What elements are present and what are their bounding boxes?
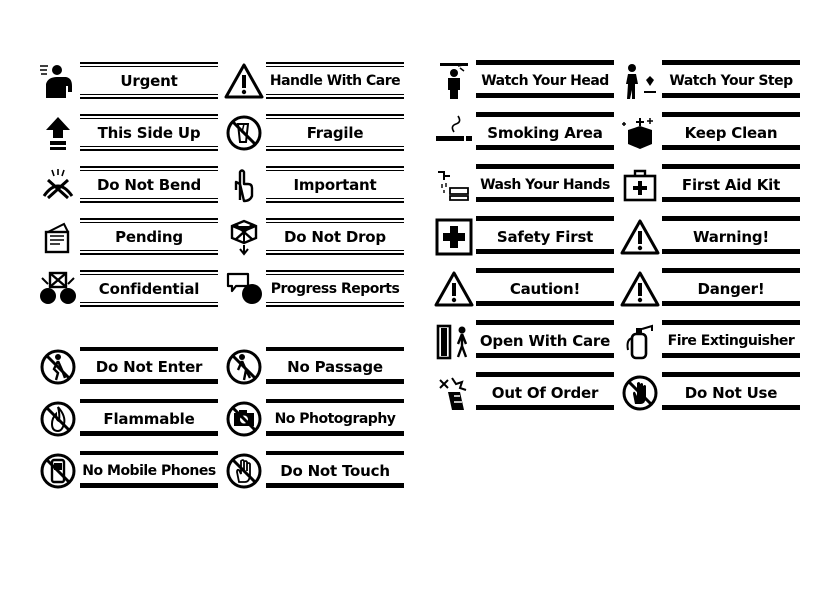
medical-cross-icon [434, 218, 474, 256]
sign-open-with-care: Open With Care [434, 320, 614, 362]
sign-no-mobile-phones: No Mobile Phones [38, 450, 218, 492]
sign-label: Warning! [692, 228, 769, 246]
raised-finger-icon [224, 166, 264, 204]
broken-glass-prohibited-icon [224, 114, 264, 152]
sign-label: Watch Your Head [481, 73, 609, 89]
sign-label: First Aid Kit [681, 176, 781, 194]
sign-label: Flammable [103, 410, 195, 428]
sign-handle-with-care: Handle With Care [224, 60, 404, 102]
sign-label: Urgent [120, 72, 178, 90]
fire-extinguisher-icon [620, 322, 660, 360]
sign-important: Important [224, 164, 404, 206]
sign-this-side-up: This Side Up [38, 112, 218, 154]
sign-label: Safety First [496, 228, 594, 246]
sign-label: Confidential [98, 280, 200, 298]
sign-label: No Passage [287, 358, 383, 376]
no-hand-icon [620, 374, 660, 412]
sign-fire-extinguisher: Fire Extinguisher [620, 320, 800, 362]
no-camera-icon [224, 400, 264, 438]
warning-triangle-icon [620, 218, 660, 256]
warning-triangle-icon [224, 62, 264, 100]
head-bump-icon [434, 62, 474, 100]
sign-fragile: Fragile [224, 112, 404, 154]
sign-do-not-enter: Do Not Enter [38, 346, 218, 388]
sign-pending: Pending [38, 216, 218, 258]
sign-label: Pending [115, 228, 183, 246]
speech-bubble-person-icon [224, 270, 264, 308]
sign-label: Handle With Care [269, 73, 401, 89]
running-person-icon [38, 62, 78, 100]
sign-label: No Mobile Phones [82, 463, 216, 479]
sign-urgent: Urgent [38, 60, 218, 102]
sign-do-not-touch: Do Not Touch [224, 450, 404, 492]
sign-label: Keep Clean [684, 124, 778, 142]
no-touch-hand-icon [224, 452, 264, 490]
sign-label: Important [293, 176, 377, 194]
sign-confidential: Confidential [38, 268, 218, 310]
up-arrow-icon [38, 114, 78, 152]
sign-do-not-use: Do Not Use [620, 372, 800, 414]
first-aid-kit-icon [620, 166, 660, 204]
no-phone-icon [38, 452, 78, 490]
sign-label: Fire Extinguisher [667, 333, 795, 349]
sign-keep-clean: Keep Clean [620, 112, 800, 154]
sign-label: Do Not Drop [284, 228, 386, 246]
door-person-icon [434, 322, 474, 360]
sign-watch-your-step: Watch Your Step [620, 60, 800, 102]
warning-triangle-icon [434, 270, 474, 308]
sign-label: Wash Your Hands [480, 177, 610, 193]
no-flame-icon [38, 400, 78, 438]
sign-watch-your-head: Watch Your Head [434, 60, 614, 102]
no-passage-person-icon [224, 348, 264, 386]
sign-label: Do Not Touch [280, 462, 390, 480]
sign-label: Smoking Area [487, 124, 603, 142]
falling-box-icon [224, 218, 264, 256]
broken-machine-icon [434, 374, 474, 412]
sign-label: Watch Your Step [669, 73, 793, 89]
sign-smoking-area: Smoking Area [434, 112, 614, 154]
sign-do-not-bend: Do Not Bend [38, 164, 218, 206]
sign-out-of-order: Out Of Order [434, 372, 614, 414]
sign-label: Out Of Order [491, 384, 599, 402]
sign-no-photography: No Photography [224, 398, 404, 440]
sign-caution: Caution! [434, 268, 614, 310]
sparkling-bin-icon [620, 114, 660, 152]
sign-label: Caution! [509, 280, 581, 298]
cigarette-icon [434, 114, 474, 152]
sign-label: No Photography [274, 411, 396, 427]
sign-label: Do Not Bend [96, 176, 202, 194]
sign-warning: Warning! [620, 216, 800, 258]
sign-safety-first: Safety First [434, 216, 614, 258]
sign-label: This Side Up [97, 124, 201, 142]
sign-no-passage: No Passage [224, 346, 404, 388]
sign-progress-reports: Progress Reports [224, 268, 404, 310]
no-entry-person-icon [38, 348, 78, 386]
sign-label: Progress Reports [270, 281, 400, 297]
hand-washing-icon [434, 166, 474, 204]
warning-triangle-icon [620, 270, 660, 308]
whispering-people-icon [38, 270, 78, 308]
sign-label: Open With Care [479, 332, 611, 350]
sign-danger: Danger! [620, 268, 800, 310]
step-hazard-icon [620, 62, 660, 100]
sign-wash-your-hands: Wash Your Hands [434, 164, 614, 206]
sign-label: Do Not Use [684, 384, 778, 402]
document-tray-icon [38, 218, 78, 256]
sign-label: Fragile [306, 124, 364, 142]
sign-label: Do Not Enter [95, 358, 203, 376]
sign-label: Danger! [697, 280, 765, 298]
sign-flammable: Flammable [38, 398, 218, 440]
sign-do-not-drop: Do Not Drop [224, 216, 404, 258]
sign-first-aid-kit: First Aid Kit [620, 164, 800, 206]
bend-prohibited-icon [38, 166, 78, 204]
